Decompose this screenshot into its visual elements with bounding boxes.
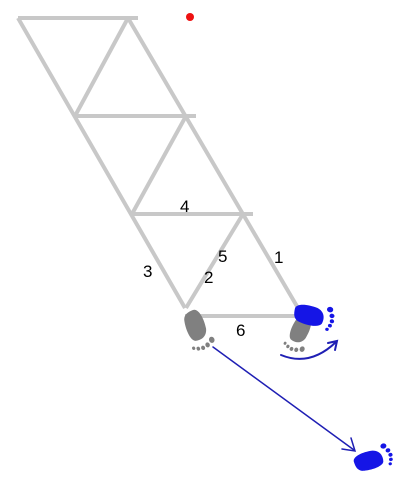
edge-label-5: 5 <box>218 247 227 266</box>
truss-right-rail <box>126 16 300 310</box>
edge-label-3: 3 <box>143 262 152 281</box>
rotate-arrow-icon <box>280 339 339 360</box>
edge-label-4: 4 <box>180 197 189 216</box>
truss-diagonal-2 <box>130 115 188 215</box>
move-arrow-icon <box>212 346 357 452</box>
truss-diagonal-1 <box>73 17 130 117</box>
gray-left-foot-icon <box>178 306 217 354</box>
red-dot-icon <box>186 13 194 21</box>
truss-left-rail <box>16 17 187 309</box>
edge-label-6: 6 <box>236 321 245 340</box>
truss <box>16 16 305 318</box>
blue-target-foot-icon <box>351 441 396 476</box>
truss-diagonal-3 <box>184 212 245 310</box>
edge-label-2: 2 <box>204 268 213 287</box>
edge-label-1: 1 <box>274 248 283 267</box>
